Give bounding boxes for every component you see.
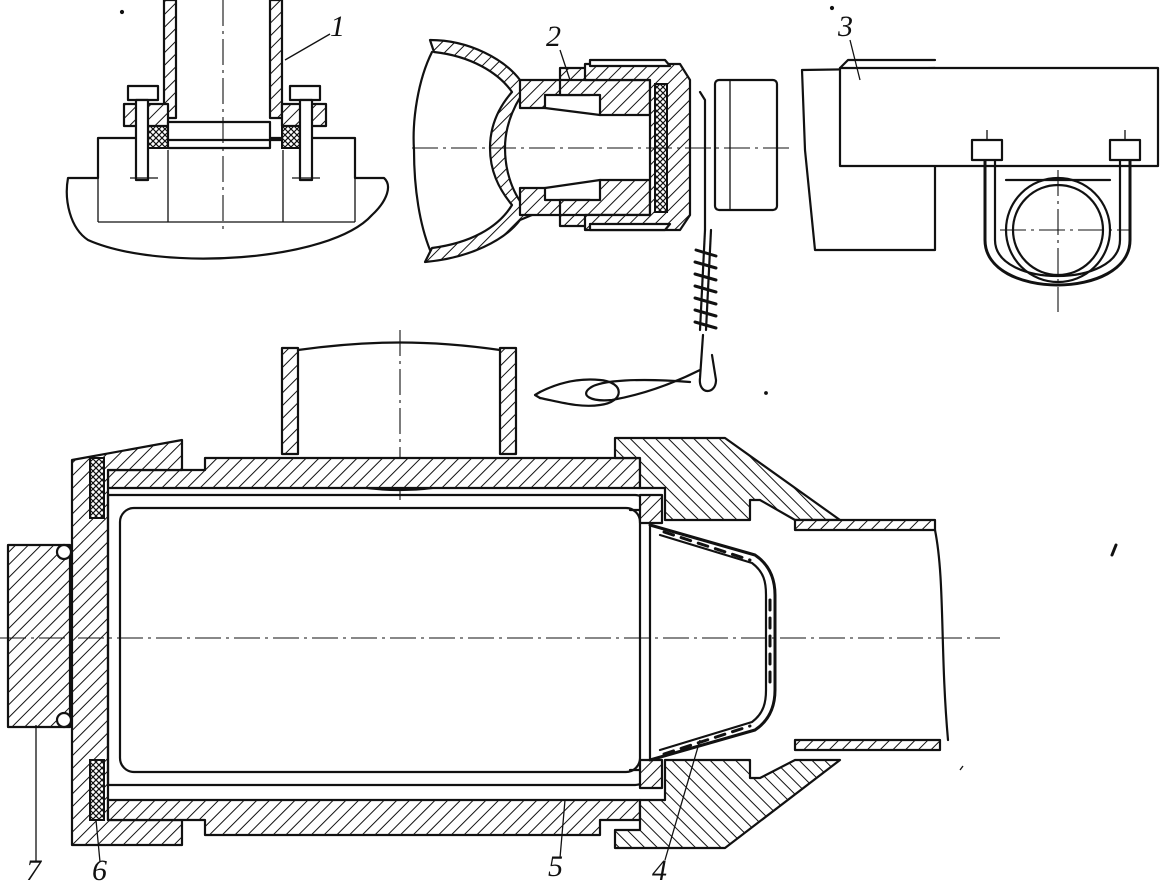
callout-1: 1: [330, 10, 345, 43]
callout-2: 2: [546, 20, 561, 53]
main-assembly: [0, 330, 1000, 863]
detail-1-lid-seal: [65, 0, 390, 260]
spring-coil: [693, 248, 718, 330]
perforation-dashes: [662, 530, 772, 756]
callout-7: 7: [26, 854, 41, 887]
callout-4: 4: [652, 854, 667, 887]
callout-6: 6: [92, 854, 107, 887]
callout-5: 5: [548, 850, 563, 883]
callout-3: 3: [838, 10, 853, 43]
detail-2-fitting: [412, 38, 790, 407]
detail-3-clamp: [800, 58, 1160, 312]
